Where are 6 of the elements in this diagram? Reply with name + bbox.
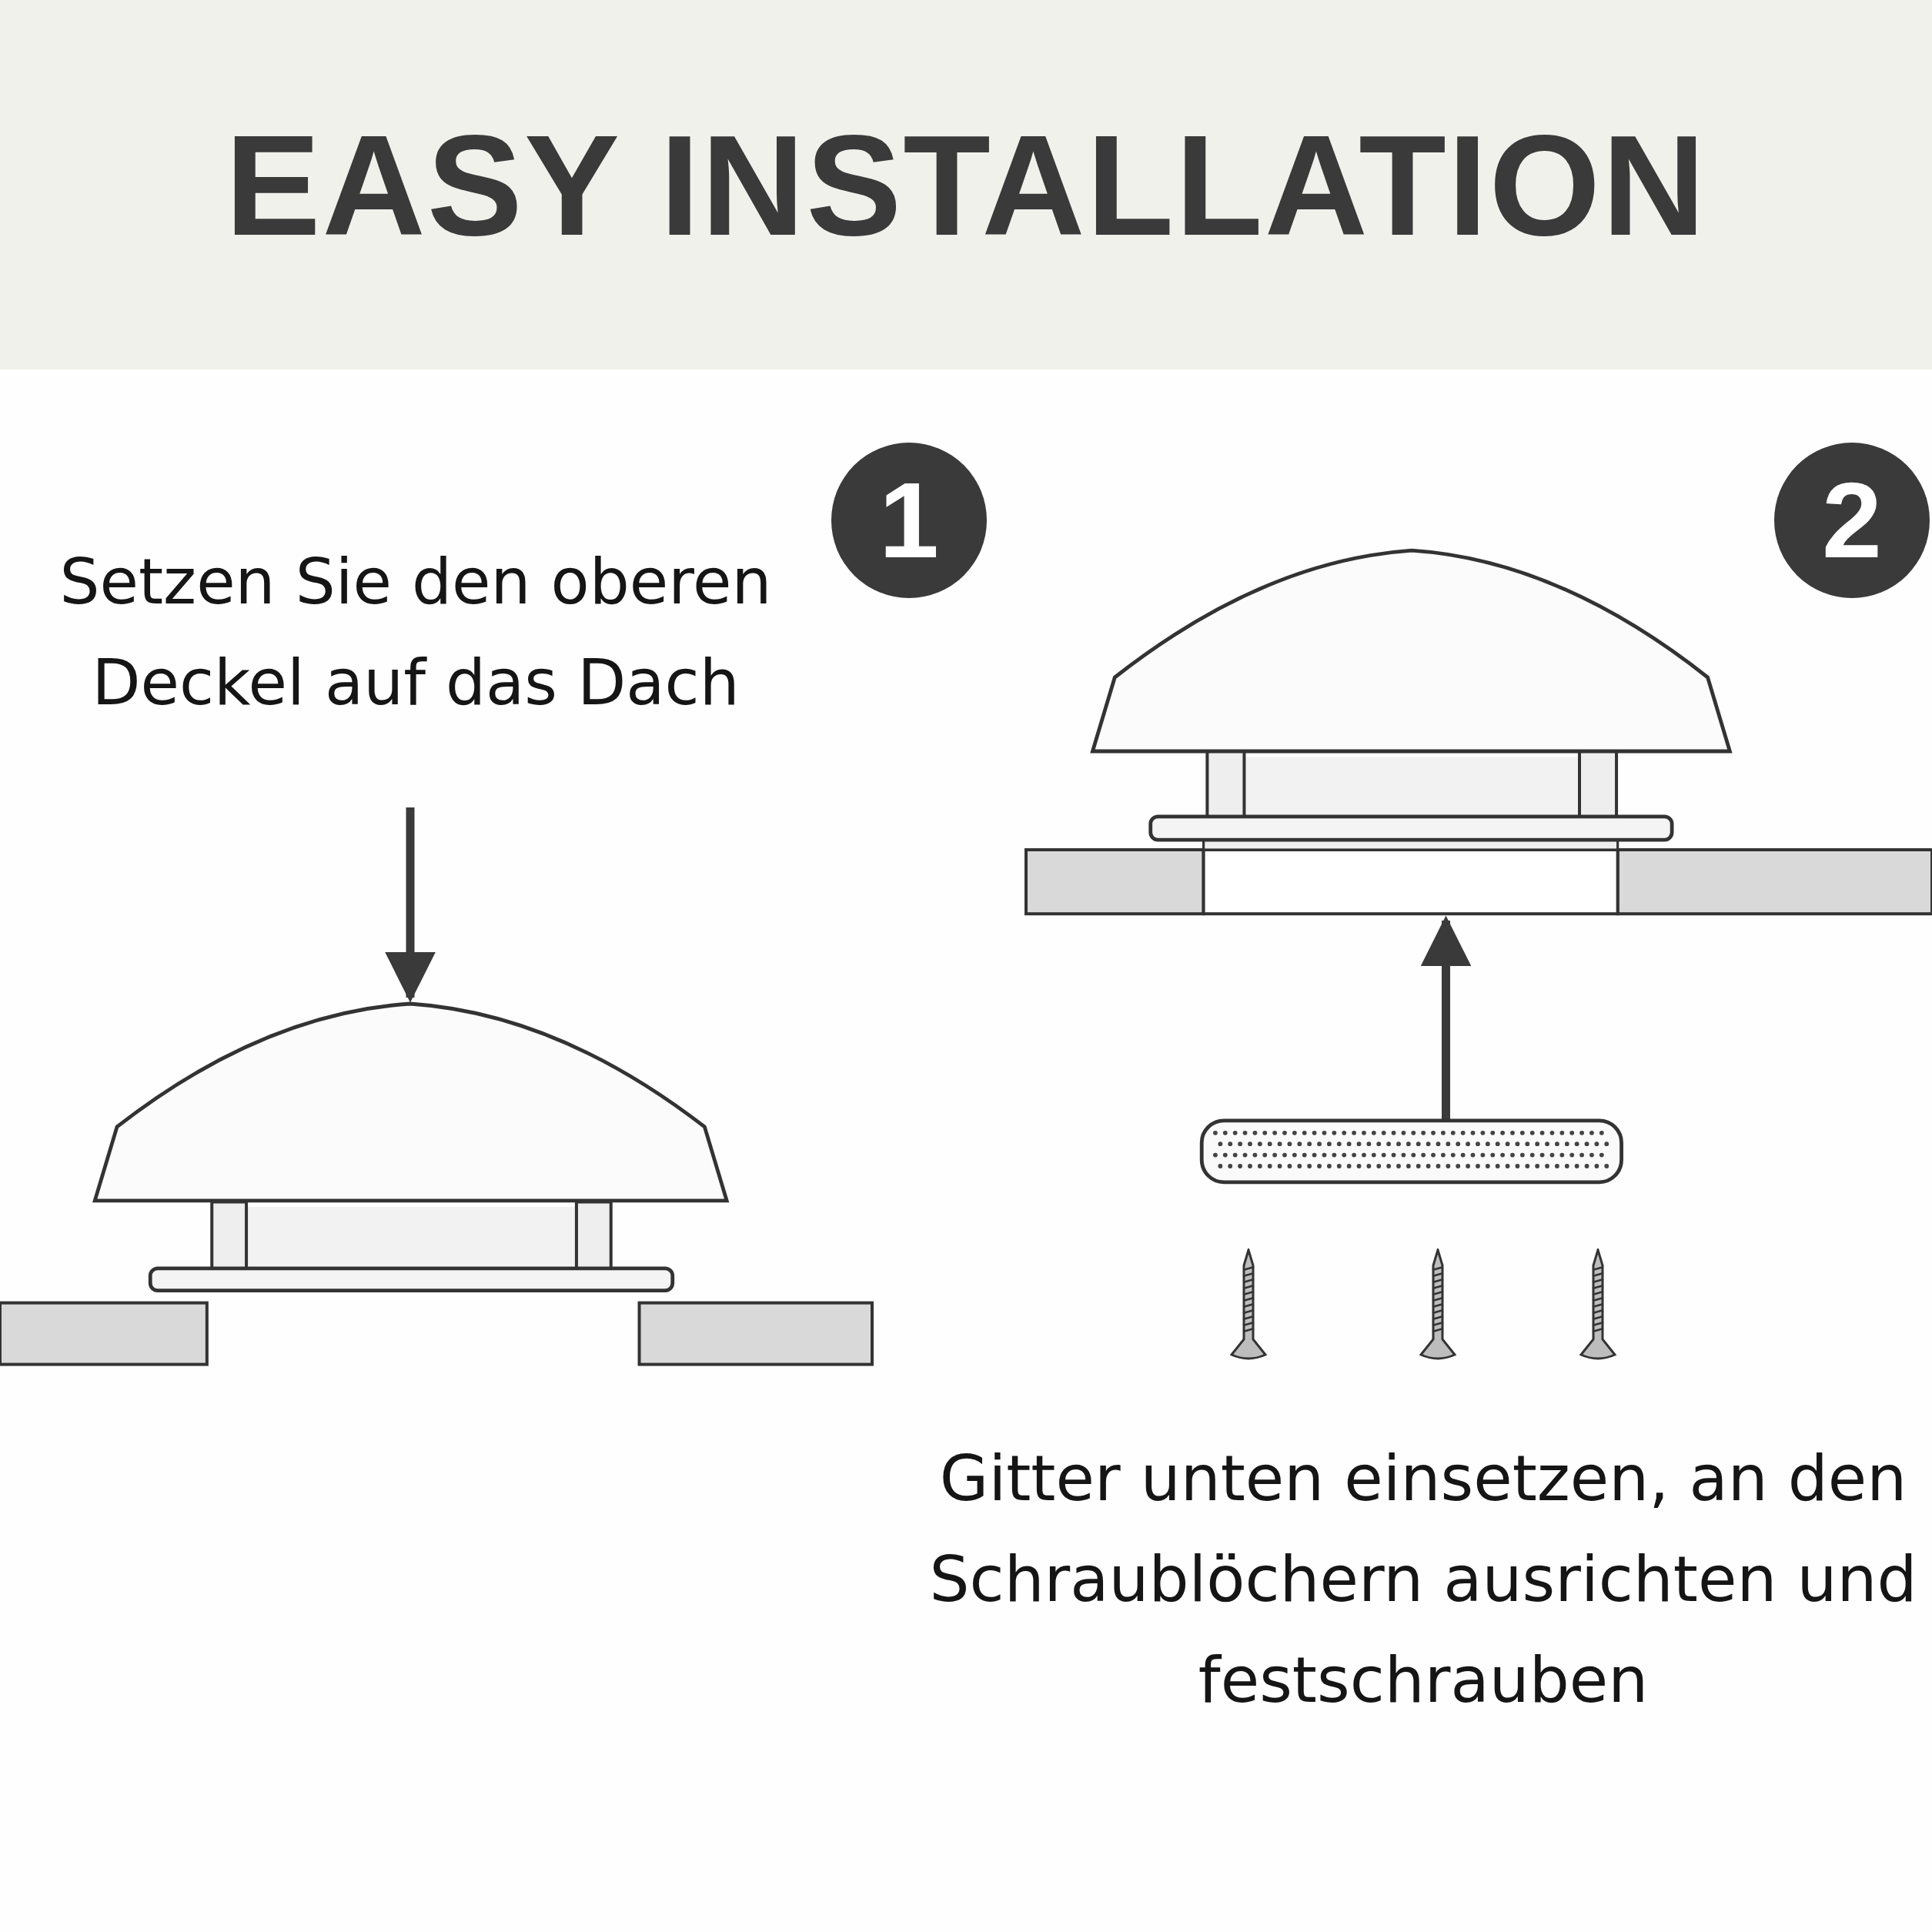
instruction-text: Setzen Sie den oberen Deckel auf das Dach: [15, 531, 816, 747]
instruction-text: Gitter unten einsetzen, an den Schraublöchern ausrichten und festschrauben: [916, 1428, 1930, 1751]
step-number: 2: [1774, 443, 1930, 598]
arrow: [385, 807, 436, 1003]
step-number: 1: [831, 443, 987, 598]
title: EASY INSTALLATION: [225, 104, 1707, 266]
